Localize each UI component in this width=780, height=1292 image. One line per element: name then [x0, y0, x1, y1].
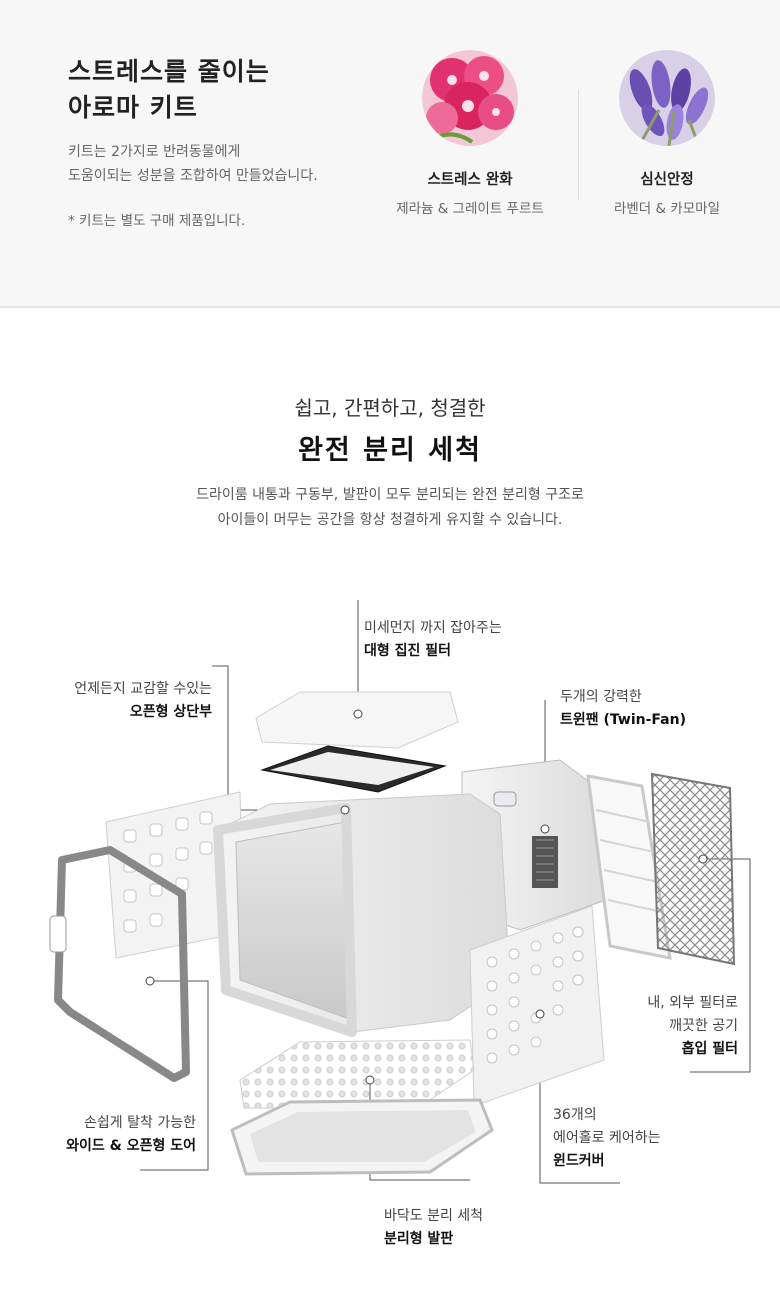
callout-title: 대형 집진 필터 — [364, 643, 452, 659]
aroma-divider — [578, 90, 579, 200]
geranium-flower-icon — [422, 50, 518, 146]
wash-description: 드라이룸 내통과 구동부, 발판이 모두 분리되는 완전 분리형 구조로 아이들… — [0, 483, 780, 533]
lavender-flower-icon — [619, 50, 715, 146]
door — [49, 846, 190, 1082]
wash-desc-line2: 아이들이 머무는 공간을 항상 청결하게 유지할 수 있습니다. — [217, 512, 563, 528]
wash-title: 완전 분리 세척 — [298, 435, 482, 466]
callout-text: 두개의 강력한 — [560, 689, 642, 705]
callout-text: 미세먼지 까지 잡아주는 — [364, 620, 502, 636]
callout-title: 와이드 & 오픈형 도어 — [66, 1138, 196, 1154]
aroma-item-name: 스트레스 완화 — [427, 172, 513, 188]
aroma-item-stress: 스트레스 완화 제라늄 & 그레이트 푸르트 — [375, 50, 565, 217]
callout-intake-filter: 내, 외부 필터로 깨끗한 공기 흡입 필터 — [560, 992, 738, 1061]
exploded-product-illustration — [49, 600, 751, 1184]
callout-text: 바닥도 분리 세척 — [384, 1208, 484, 1224]
callout-wind-cover: 36개의 에어홀로 케어하는 윈드커버 — [553, 1104, 661, 1173]
aroma-kit-section — [0, 0, 780, 306]
aroma-kit-note: * 키트는 별도 구매 제품입니다. — [68, 213, 246, 229]
aroma-desc-line2: 도움이되는 성분을 조합하여 만들었습니다. — [68, 168, 318, 184]
wind-cover — [469, 905, 605, 1107]
callout-text: 손쉽게 탈착 가능한 — [84, 1115, 196, 1131]
wash-subtitle: 쉽고, 간편하고, 청결한 — [294, 396, 486, 420]
aroma-title-line1: 스트레스를 줄이는 — [68, 57, 270, 86]
aroma-title-line2: 아로마 키트 — [68, 93, 198, 122]
callout-text: 36개의 — [553, 1107, 597, 1123]
aroma-kit-title: 스트레스를 줄이는 아로마 키트 — [68, 54, 270, 126]
callout-title: 흡입 필터 — [681, 1041, 738, 1057]
filter-cover — [255, 691, 459, 749]
aroma-item-name: 심신안정 — [640, 172, 694, 188]
aroma-item-ingredients: 라벤더 & 카모마일 — [613, 201, 721, 217]
aroma-desc-line1: 키트는 2가지로 반려동물에게 — [68, 144, 241, 160]
callout-text: 언제든지 교감할 수있는 — [74, 681, 212, 697]
aroma-item-calm: 심신안정 라벤더 & 카모마일 — [572, 50, 762, 217]
callout-text: 깨끗한 공기 — [669, 1018, 738, 1034]
section-divider — [0, 306, 780, 308]
main-body — [213, 793, 511, 1037]
wash-desc-line1: 드라이룸 내통과 구동부, 발판이 모두 분리되는 완전 분리형 구조로 — [196, 487, 584, 503]
aroma-item-ingredients: 제라늄 & 그레이트 푸르트 — [396, 201, 544, 217]
callout-text: 내, 외부 필터로 — [647, 995, 738, 1011]
callout-door: 손쉽게 탈착 가능한 와이드 & 오픈형 도어 — [20, 1112, 196, 1158]
callout-open-top: 언제든지 교감할 수있는 오픈형 상단부 — [40, 678, 212, 724]
callout-dust-filter: 미세먼지 까지 잡아주는 대형 집진 필터 — [364, 617, 502, 663]
callout-title: 분리형 발판 — [384, 1231, 454, 1247]
callout-title: 윈드커버 — [553, 1153, 605, 1169]
callout-title: 오픈형 상단부 — [129, 704, 212, 720]
callout-text: 에어홀로 케어하는 — [553, 1130, 661, 1146]
callout-twin-fan: 두개의 강력한 트윈팬 (Twin-Fan) — [560, 686, 686, 732]
callout-floor: 바닥도 분리 세척 분리형 발판 — [384, 1205, 483, 1251]
callout-title: 트윈팬 (Twin-Fan) — [560, 712, 686, 728]
aroma-kit-description: 키트는 2가지로 반려동물에게 도움이되는 성분을 조합하여 만들었습니다. — [68, 140, 318, 188]
